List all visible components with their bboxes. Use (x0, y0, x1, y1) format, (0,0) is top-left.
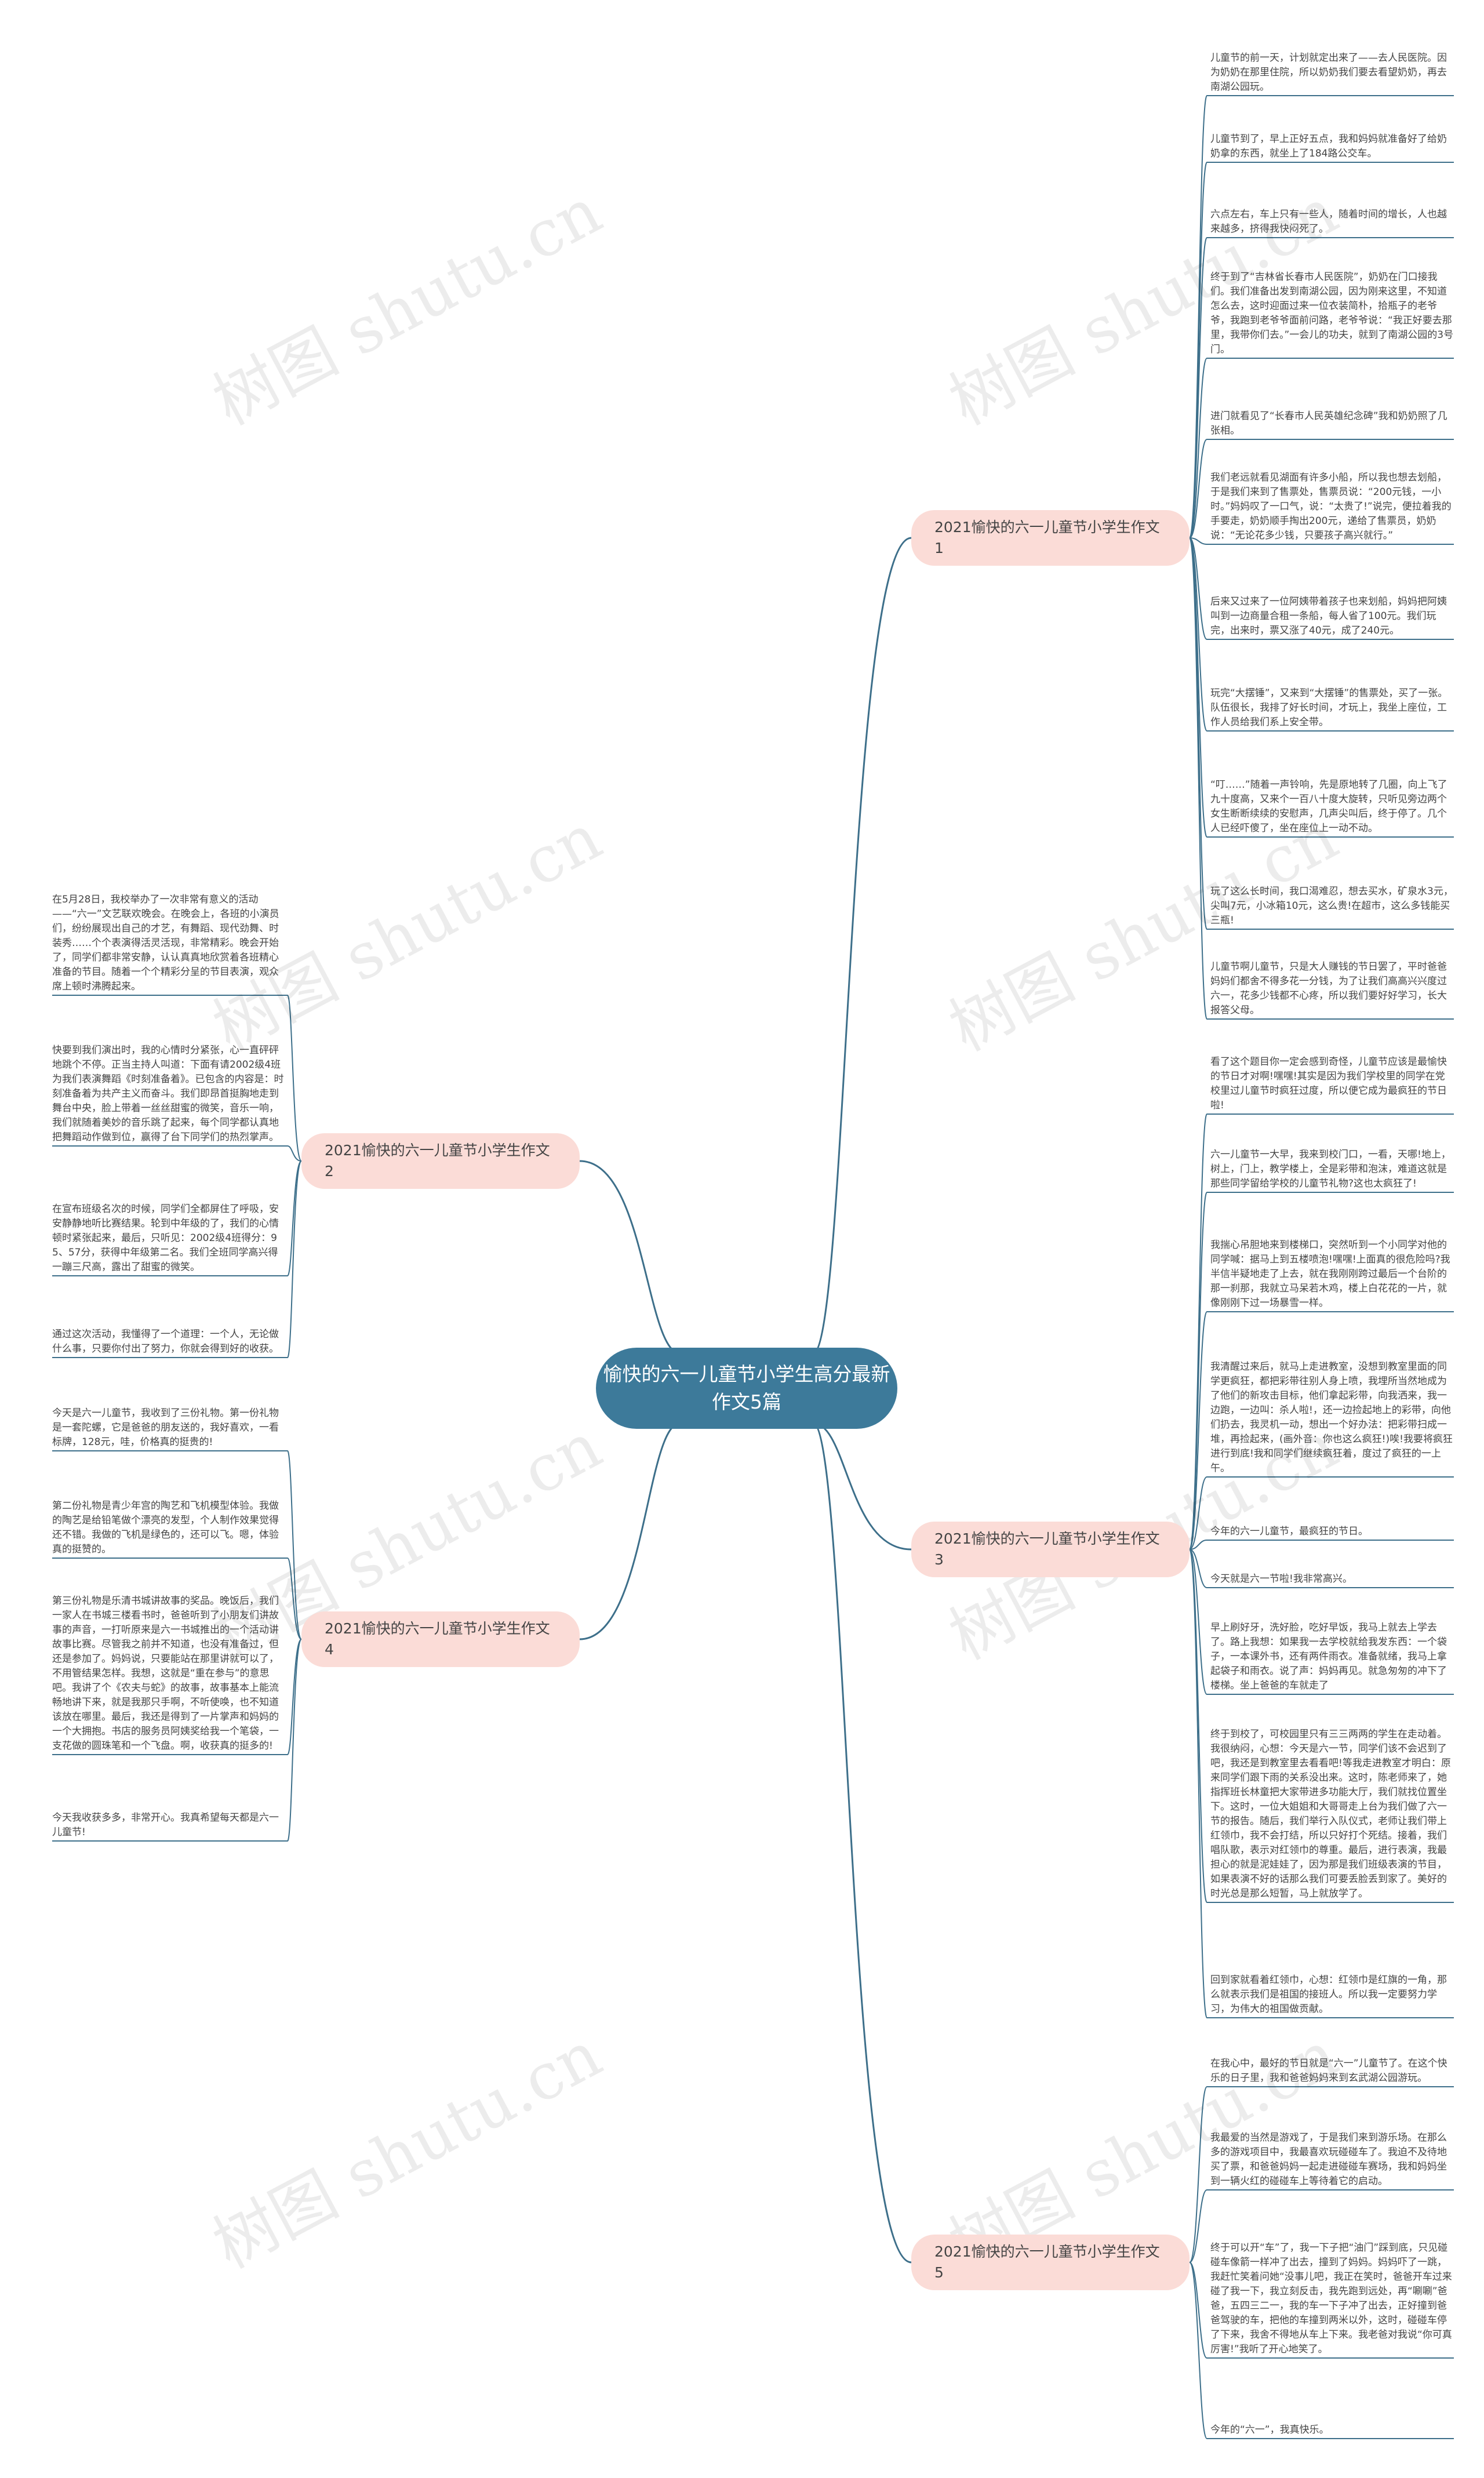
connector-line (1189, 95, 1207, 538)
leaf-text: 进门就看见了“长春市人民英雄纪念碑”我和奶奶照了几张相。 (1210, 410, 1447, 436)
connector-line (812, 537, 912, 1355)
leaf-text: 六点左右，车上只有一些人，随着时间的增长，人也越来越多，挤得我快闷死了。 (1210, 209, 1447, 235)
connector-line (287, 1558, 302, 1640)
connector-line (287, 1639, 302, 1755)
leaf-text: 通过这次活动，我懂得了一个道理：一个人，无论做什么事，只要你付出了努力，你就会得… (52, 1329, 279, 1355)
connector-line (1189, 1192, 1207, 1550)
connector-line (1189, 237, 1207, 538)
leaf-text: 我最爱的当然是游戏了，于是我们来到游乐场。在那么多的游戏项目中，我最喜欢玩碰碰车… (1210, 2132, 1447, 2187)
branch-essay-5[interactable]: 2021愉快的六一儿童节小学生作文5 (911, 2235, 1190, 2290)
leaf-text: 我清醒过来后，就马上走进教室，没想到教室里面的同学更疯狂，都把彩带往别人身上喷，… (1210, 1361, 1453, 1474)
branch-essay-1[interactable]: 2021愉快的六一儿童节小学生作文1 (911, 510, 1190, 566)
leaf-text: 在宣布班级名次的时候，同学们全都屏住了呼吸，安安静静地听比赛结果。轮到中年级的了… (52, 1203, 279, 1273)
leaf-text: 终于到校了，可校园里只有三三两两的学生在走动着。我很纳闷，心想：今天是六一节，同… (1210, 1729, 1451, 1900)
leaf-text: 后来又过来了一位阿姨带着孩子也来划船，妈妈把阿姨叫到一边商量合租一条船，每人省了… (1210, 596, 1447, 636)
connector-line (1189, 537, 1207, 640)
connector-line (1189, 537, 1207, 732)
connector-line (287, 1160, 302, 1358)
connector-line (1189, 2262, 1207, 2359)
leaf-text: “叮……”随着一声铃响，先是原地转了几圈，向上飞了九十度高，又来个一百八十度大旋… (1210, 779, 1447, 834)
leaf-text: 在5月28日，我校举办了一次非常有意义的活动——“六一”文艺联欢晚会。在晚会上，… (52, 894, 279, 992)
leaf-text: 我们老远就看见湖面有许多小船，所以我也想去划船，于是我们来到了售票处，售票员说：… (1210, 472, 1452, 541)
connector-line (1189, 1549, 1207, 2018)
connector-line (1189, 2262, 1207, 2439)
connector-line (1189, 1549, 1207, 1695)
connector-line (1189, 1540, 1207, 1550)
connector-line (1189, 537, 1207, 545)
connector-line (1189, 162, 1207, 538)
branch-essay-3[interactable]: 2021愉快的六一儿童节小学生作文3 (911, 1522, 1190, 1577)
leaf-text: 我揣心吊胆地来到楼梯口，突然听到一个小同学对他的同学喊：据马上到五楼喷泡!嘿嘿!… (1210, 1239, 1450, 1309)
connector-line (579, 1422, 681, 1640)
connector-line (287, 1639, 302, 1842)
leaf-text: 今天就是六一节啦!我非常高兴。 (1210, 1573, 1352, 1585)
connector-line (287, 1160, 302, 1276)
leaf-text: 今年的“六一”，我真快乐。 (1210, 2424, 1329, 2436)
leaf-text: 玩了这么长时间，我口渴难忍，想去买水，矿泉水3元，尖叫7元，小冰箱10元，这么贵… (1210, 886, 1453, 926)
leaf-text: 早上刷好牙，洗好脸，吃好早饭，我马上就去上学去了。路上我想：如果我一去学校就给我… (1210, 1622, 1447, 1691)
connector-line (1189, 1476, 1207, 1550)
connector-line (1189, 537, 1207, 1020)
leaf-text: 第三份礼物是乐清书城讲故事的奖品。晚饭后，我们一家人在书城三楼看书时，爸爸听到了… (52, 1595, 279, 1752)
central-topic[interactable]: 愉快的六一儿童节小学生高分最新作文5篇 (596, 1348, 897, 1429)
leaf-text: 儿童节到了，早上正好五点，我和妈妈就准备好了给奶奶拿的东西，就坐上了184路公交… (1210, 133, 1447, 159)
leaf-text: 终于可以开“车”了，我一下子把“油门”踩到底，只见碰碰车像箭一样冲了出去，撞到了… (1210, 2242, 1452, 2355)
connector-line (1189, 1549, 1207, 1903)
leaf-text: 今天是六一儿童节，我收到了三份礼物。第一份礼物是一套陀螺，它是爸爸的朋友送的，我… (52, 1407, 279, 1448)
connector-line (812, 1422, 912, 2264)
connector-line (1189, 439, 1207, 538)
leaf-text: 终于到了“吉林省长春市人民医院”，奶奶在门口接我们。我们准备出发到南湖公园，因为… (1210, 271, 1454, 355)
leaf-text: 今年的六一儿童节，最疯狂的节日。 (1210, 1526, 1368, 1537)
connector-line (287, 1450, 302, 1640)
leaf-text: 儿童节啊儿童节，只是大人赚钱的节日罢了，平时爸爸妈妈们都舍不得多花一分钱，为了让… (1210, 961, 1447, 1016)
connector-line (287, 995, 302, 1162)
leaf-text: 玩完“大摆锤”，又来到“大摆锤”的售票处，买了一张。队伍很长，我排了好长时间，才… (1210, 687, 1448, 728)
connector-line (1189, 1311, 1207, 1550)
leaf-text: 快要到我们演出时，我的心情时分紧张，心一直砰砰地跳个不停。正当主持人叫道：下面有… (52, 1045, 284, 1143)
leaf-text: 在我心中，最好的节日就是“六一”儿童节了。在这个快乐的日子里，我和爸爸妈妈来到玄… (1210, 2058, 1447, 2084)
connector-line (579, 1160, 681, 1355)
branch-essay-2[interactable]: 2021愉快的六一儿童节小学生作文2 (301, 1133, 580, 1189)
connector-line (1189, 1114, 1207, 1550)
leaf-text: 看了这个题目你一定会感到奇怪，儿童节应该是最愉快的节日才对啊!嘿嘿!其实是因为我… (1210, 1056, 1447, 1111)
connector-line (1189, 2086, 1207, 2263)
leaf-text: 儿童节的前一天，计划就定出来了——去人民医院。因为奶奶在那里住院，所以奶奶我们要… (1210, 52, 1447, 93)
leaf-text: 六一儿童节一大早，我来到校门口，一看，天哪!地上，树上，门上，教学楼上，全是彩带… (1210, 1149, 1451, 1189)
branch-essay-4[interactable]: 2021愉快的六一儿童节小学生作文4 (301, 1611, 580, 1667)
connector-line (287, 1145, 302, 1162)
leaf-text: 回到家就看着红领巾，心想：红领巾是红旗的一角，那么就表示我们是祖国的接班人。所以… (1210, 1974, 1447, 2015)
connector-line (1189, 2189, 1207, 2263)
connector-line (1189, 1549, 1207, 1588)
leaf-text: 第二份礼物是青少年宫的陶艺和飞机模型体验。我做的陶艺是给铅笔做个漂亮的发型，个人… (52, 1500, 279, 1555)
connector-line (1189, 358, 1207, 538)
connector-line (813, 1422, 912, 1551)
leaf-text: 今天我收获多多，非常开心。我真希望每天都是六一儿童节! (52, 1812, 279, 1838)
